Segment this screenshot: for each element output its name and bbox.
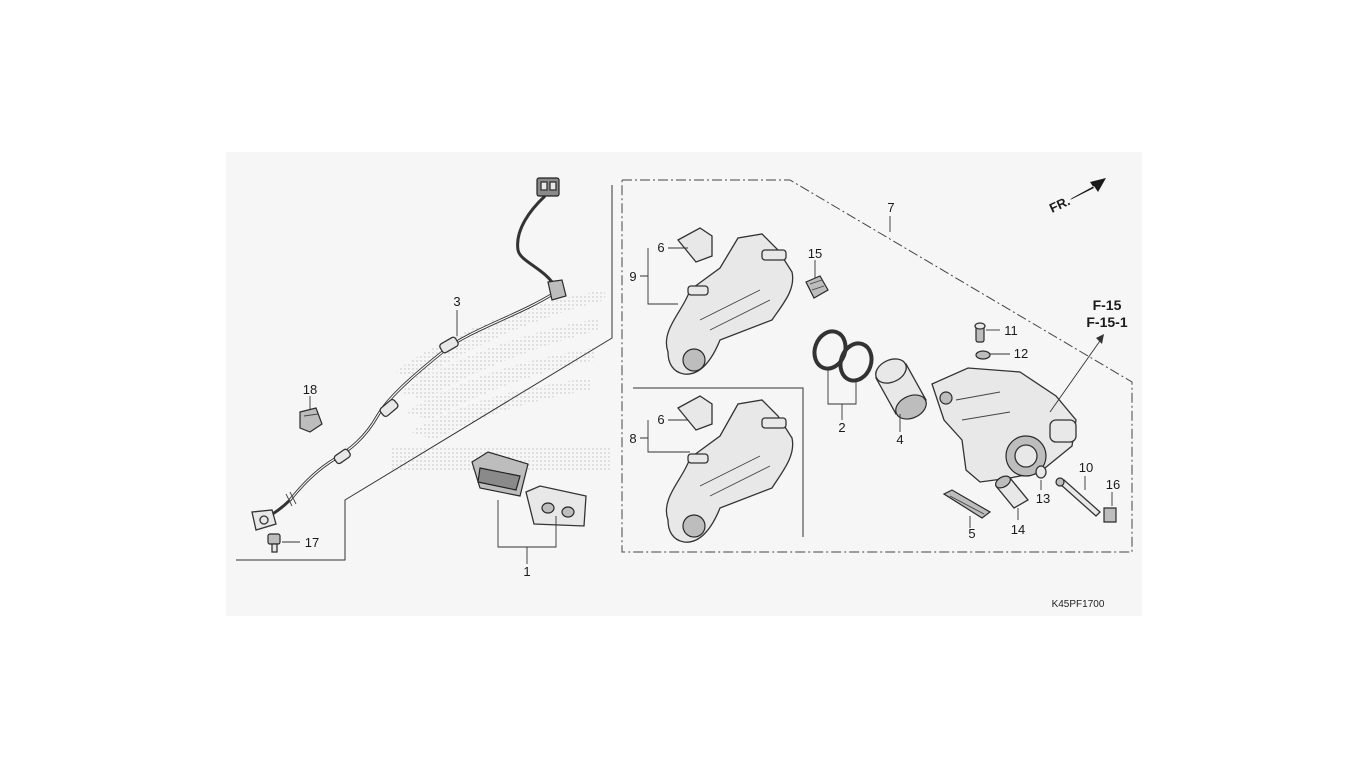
callout-12: 12 xyxy=(1014,346,1028,361)
callout-3: 3 xyxy=(453,294,460,309)
section-boundary-left xyxy=(236,185,613,561)
callout-18: 18 xyxy=(303,382,317,397)
caliper-body xyxy=(931,367,1077,483)
pad-pin-bolt-part xyxy=(1055,477,1101,517)
washer-part xyxy=(1035,465,1047,479)
callout-4: 4 xyxy=(896,432,903,447)
piston-seal-set xyxy=(812,329,874,383)
callout-leaders xyxy=(282,216,1113,564)
pin-boot-part xyxy=(805,275,829,299)
pad-spring-6a-icon xyxy=(677,227,713,263)
diagram-part-code: K45PF1700 xyxy=(1052,599,1105,610)
arrow-right-icon xyxy=(1070,178,1106,200)
front-direction-indicator: FR. xyxy=(1047,178,1106,216)
callout-6-upper: 6 xyxy=(657,240,664,255)
caliper-bracket-9 xyxy=(665,227,794,375)
speed-sensor-assembly xyxy=(251,177,567,531)
callout-16: 16 xyxy=(1106,477,1120,492)
callout-5: 5 xyxy=(968,526,975,541)
sensor-bolt-part xyxy=(267,533,281,553)
bleeder-cap-part xyxy=(975,350,991,360)
caliper-bracket-8 xyxy=(665,395,794,543)
callout-11: 11 xyxy=(1004,323,1018,338)
callout-9: 9 xyxy=(629,269,636,284)
pad-spring-part xyxy=(942,489,992,519)
brand-watermark xyxy=(392,290,610,472)
caliper-piston-part xyxy=(875,358,927,420)
callout-15: 15 xyxy=(808,246,822,261)
bracket-8-frame xyxy=(633,387,804,537)
callout-13: 13 xyxy=(1036,491,1050,506)
wire-grommet-icon xyxy=(547,279,567,301)
reference-f-15[interactable]: F-15 xyxy=(1093,297,1122,313)
bleeder-screw-part xyxy=(974,322,986,343)
callout-numbers: 1 2 3 4 5 6 6 7 8 9 10 11 12 13 14 15 16… xyxy=(303,200,1120,579)
callout-6-lower: 6 xyxy=(657,412,664,427)
callout-17: 17 xyxy=(305,535,319,550)
direction-label: FR. xyxy=(1047,193,1072,215)
pin-plug-part xyxy=(1103,507,1117,523)
callout-14: 14 xyxy=(1011,522,1025,537)
wire-clamp-part xyxy=(299,407,323,433)
callout-7: 7 xyxy=(887,200,894,215)
brake-pad-set xyxy=(471,451,587,527)
callout-8: 8 xyxy=(629,431,636,446)
caliper-pin-part xyxy=(995,475,1029,509)
callout-10: 10 xyxy=(1079,460,1093,475)
callout-1: 1 xyxy=(523,564,530,579)
pad-spring-6b-icon xyxy=(677,395,713,431)
caliper-assembly-outline xyxy=(621,179,1133,553)
reference-f-15-1[interactable]: F-15-1 xyxy=(1086,314,1127,330)
reference-labels: F-15 F-15-1 xyxy=(1086,297,1127,330)
callout-2: 2 xyxy=(838,420,845,435)
